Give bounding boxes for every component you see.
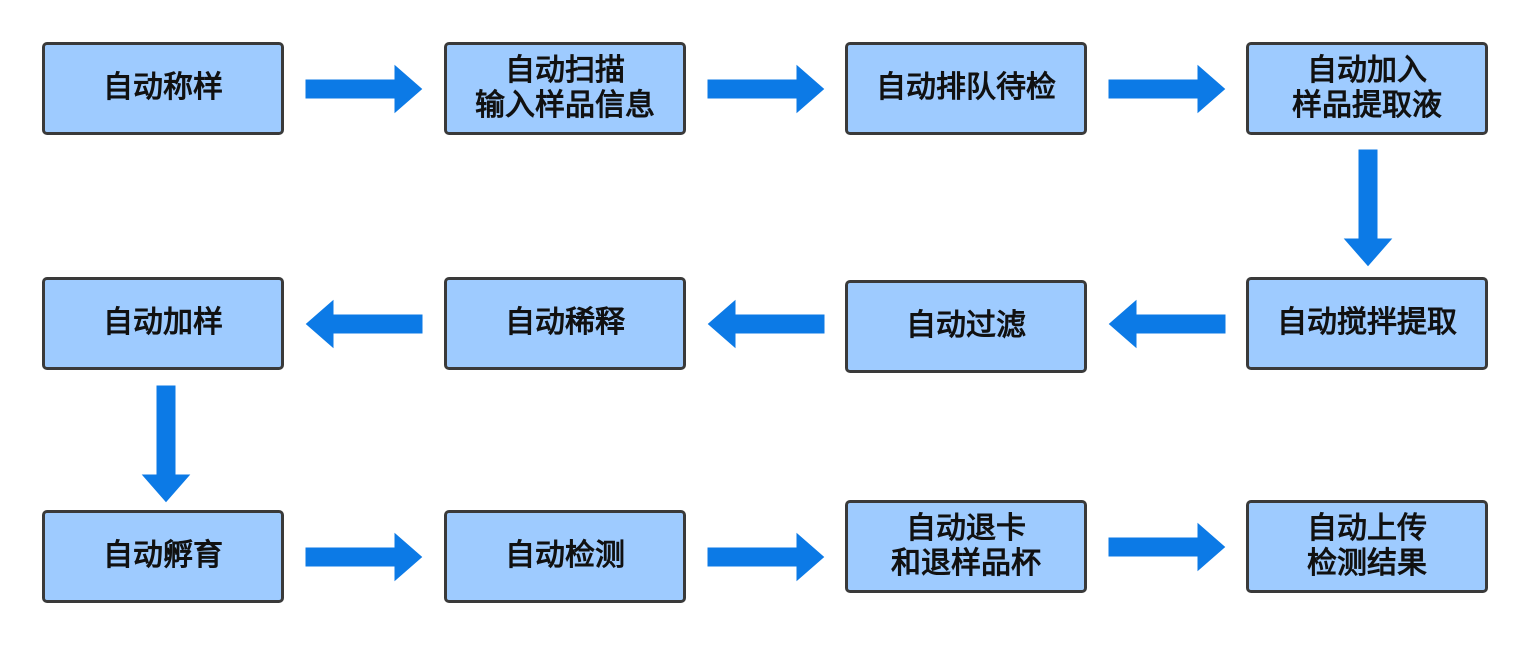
step-add-sample-line-1: 自动加样 xyxy=(103,305,223,341)
step-weigh-line-1: 自动称样 xyxy=(103,70,223,106)
step-filter-line-1: 自动过滤 xyxy=(906,308,1026,344)
step-incubate: 自动孵育 xyxy=(42,510,284,603)
step-dilute: 自动稀释 xyxy=(444,277,686,370)
arrow-down-icon xyxy=(1343,149,1393,267)
step-scan-line-1: 自动扫描 xyxy=(505,53,625,88)
step-stir-extract-line-1: 自动搅拌提取 xyxy=(1277,305,1457,341)
arrow-left-icon xyxy=(1108,299,1226,349)
step-add-extract: 自动加入 样品提取液 xyxy=(1246,42,1488,135)
step-queue: 自动排队待检 xyxy=(845,42,1087,135)
step-scan-line-2: 输入样品信息 xyxy=(475,87,655,123)
arrow-right-icon xyxy=(1108,522,1226,572)
step-stir-extract: 自动搅拌提取 xyxy=(1246,277,1488,370)
arrow-right-icon xyxy=(1108,64,1226,114)
step-upload-line-2: 检测结果 xyxy=(1307,545,1427,581)
step-eject-line-2: 和退样品杯 xyxy=(891,545,1041,581)
step-dilute-line-1: 自动稀释 xyxy=(505,305,625,341)
step-add-extract-line-1: 自动加入 xyxy=(1307,53,1427,88)
arrow-right-icon xyxy=(707,532,825,582)
step-detect-line-1: 自动检测 xyxy=(505,538,625,574)
step-add-extract-line-2: 样品提取液 xyxy=(1292,87,1442,123)
arrow-right-icon xyxy=(305,532,423,582)
arrow-left-icon xyxy=(305,299,423,349)
step-detect: 自动检测 xyxy=(444,510,686,603)
step-incubate-line-1: 自动孵育 xyxy=(103,538,223,574)
arrow-right-icon xyxy=(305,64,423,114)
arrow-right-icon xyxy=(707,64,825,114)
step-eject-line-1: 自动退卡 xyxy=(906,511,1026,546)
step-add-sample: 自动加样 xyxy=(42,277,284,370)
arrow-left-icon xyxy=(707,299,825,349)
step-queue-line-1: 自动排队待检 xyxy=(876,70,1056,106)
step-upload: 自动上传 检测结果 xyxy=(1246,500,1488,593)
step-weigh: 自动称样 xyxy=(42,42,284,135)
step-eject: 自动退卡 和退样品杯 xyxy=(845,500,1087,593)
step-scan: 自动扫描 输入样品信息 xyxy=(444,42,686,135)
step-upload-line-1: 自动上传 xyxy=(1307,511,1427,546)
arrow-down-icon xyxy=(141,385,191,503)
step-filter: 自动过滤 xyxy=(845,280,1087,373)
